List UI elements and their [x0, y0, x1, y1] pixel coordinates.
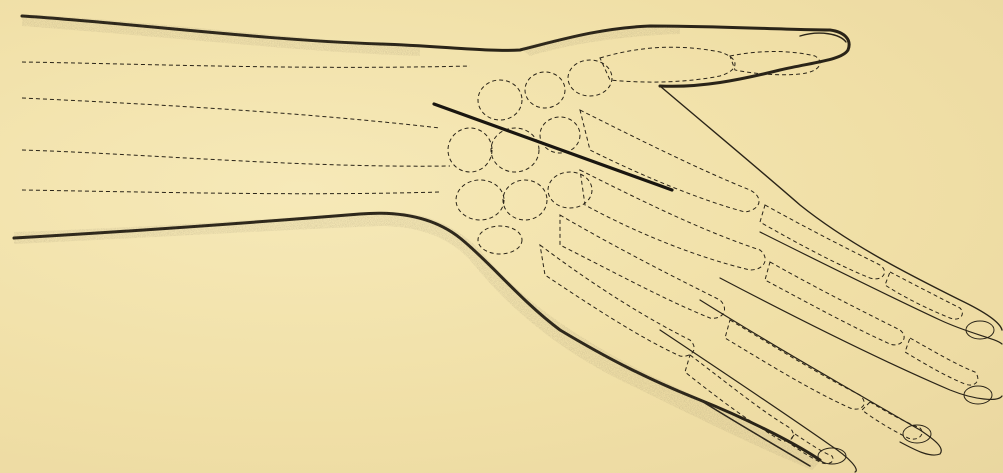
- hand-outline: [14, 16, 1002, 472]
- incision-line: [434, 104, 672, 190]
- bone-outlines: [22, 47, 978, 463]
- stipple-shading: [14, 14, 820, 470]
